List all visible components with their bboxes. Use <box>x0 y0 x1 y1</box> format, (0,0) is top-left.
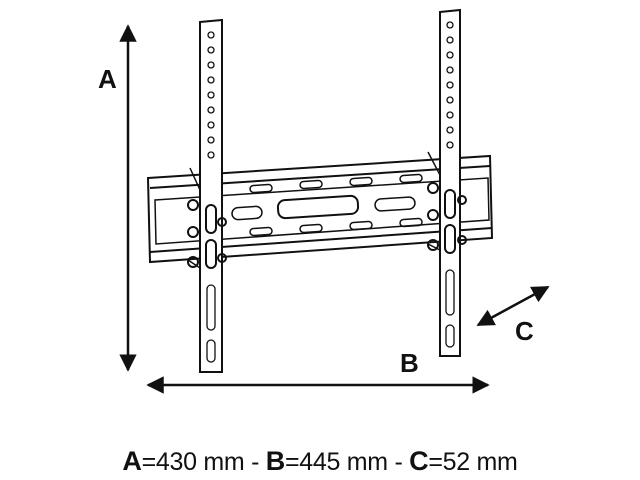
label-b: B <box>400 348 419 378</box>
separator: - <box>394 448 403 476</box>
equals-sign: = <box>428 448 443 476</box>
label-a: A <box>98 64 117 94</box>
separator: - <box>251 448 260 476</box>
dimensions-caption: A=430 mm - B=445 mm - C=52 mm <box>0 446 640 477</box>
caption-b-label: B <box>265 446 286 476</box>
equals-sign: = <box>284 448 300 476</box>
caption-b-value: 445 mm <box>299 448 388 476</box>
caption-c-value: 52 mm <box>442 448 518 476</box>
right-vertical-strip <box>427 8 467 357</box>
caption-c-label: C <box>409 446 429 476</box>
horizontal-wall-rail <box>146 154 494 264</box>
dimension-arrow-c <box>476 285 550 327</box>
equals-sign: = <box>141 448 157 476</box>
label-c: C <box>515 316 534 346</box>
left-vertical-strip <box>187 18 227 373</box>
caption-a-label: A <box>122 446 142 476</box>
caption-a-value: 430 mm <box>155 448 245 476</box>
